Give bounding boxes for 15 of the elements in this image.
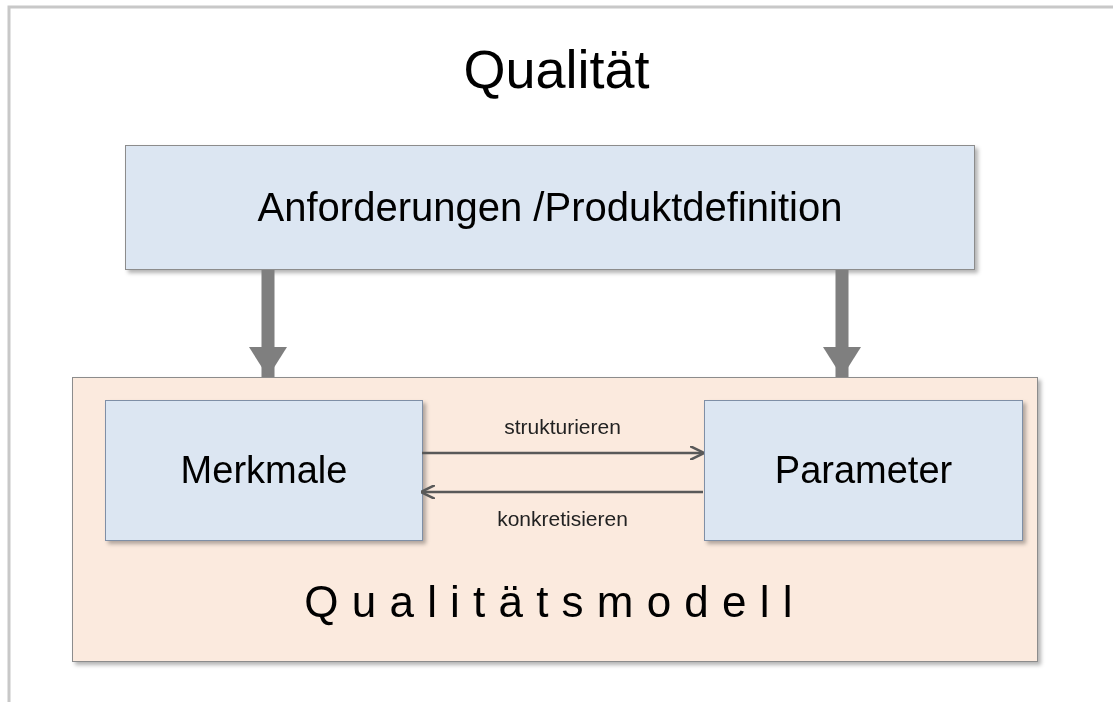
- node-label: Anforderungen /Produktdefinition: [257, 184, 843, 230]
- arrow: [419, 483, 703, 501]
- edge-label: konkretisieren: [497, 507, 628, 531]
- container-title: Qualitätsmodell: [304, 577, 806, 627]
- arrow: [823, 270, 861, 377]
- arrow: [422, 444, 706, 462]
- arrow: [249, 270, 287, 377]
- node-label: Merkmale: [180, 448, 348, 492]
- process-box: [105, 400, 423, 541]
- edge-label: strukturieren: [504, 415, 621, 439]
- requirements-box: [125, 145, 975, 270]
- diagram-title: Qualität: [463, 38, 650, 100]
- node-label: Parameter: [774, 448, 953, 492]
- model-container: [72, 377, 1038, 662]
- process-box: [704, 400, 1023, 541]
